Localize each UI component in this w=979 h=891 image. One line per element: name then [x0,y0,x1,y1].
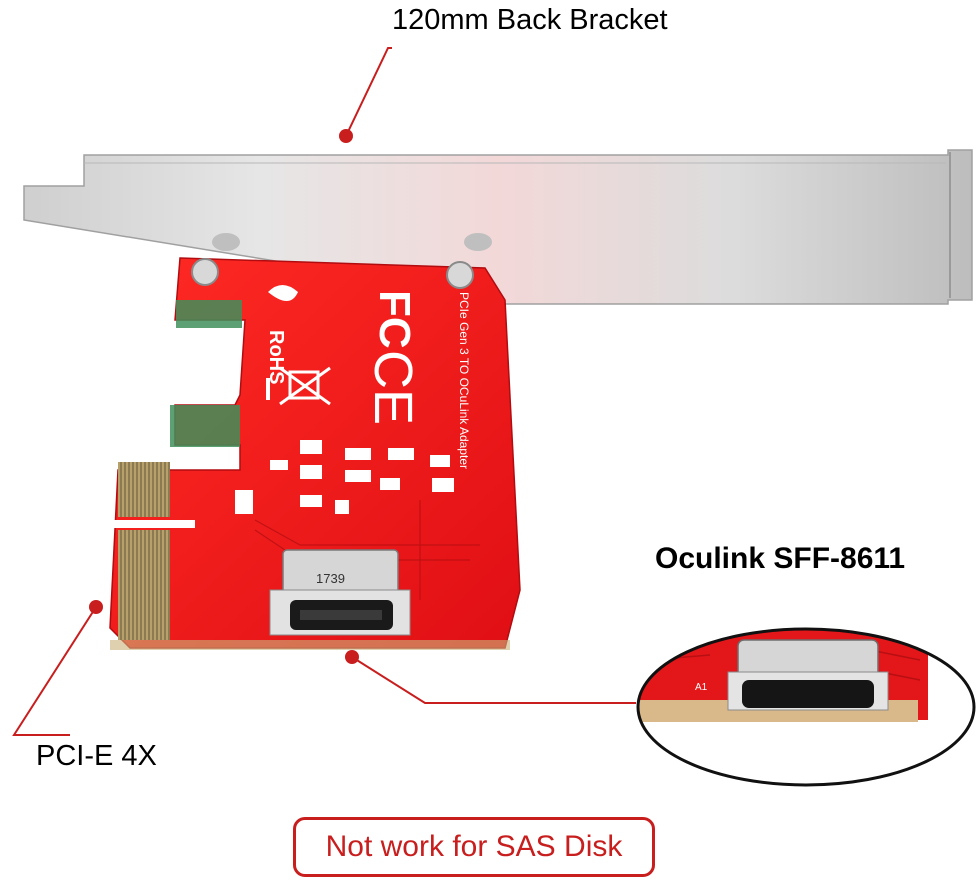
pcb-board: PCIe Gen 3 TO OCuLink Adapter FC CE RoHS [109,257,521,650]
pcie-gold-fingers [118,530,170,640]
rohs-mark: RoHS [265,330,287,384]
oculink-callout-dot [345,650,359,664]
warning-text: Not work for SAS Disk [325,830,623,863]
board-screw [191,258,219,286]
oculink-connector: 1739 [269,549,411,636]
zoom-connector-code: A1 [695,682,708,693]
pcie-callout-line [12,606,97,736]
bracket-screw-hole [212,233,240,251]
callout-lines [12,47,636,736]
oculink-label: Oculink SFF-8611 [655,542,906,575]
zoom-inset: A1 [636,627,976,787]
smd-components [235,440,454,514]
bracket-callout-dot [339,129,353,143]
bracket-callout-line [345,47,392,137]
rohs-leaf-icon [268,285,298,301]
pcie-gold-fingers [118,462,170,517]
warning-box: Not work for SAS Disk [293,817,655,877]
oculink-callout-line [351,656,636,704]
pcie-label: PCI-E 4X [36,740,157,772]
pcie-callout-dot [89,600,103,614]
bracket-label: 120mm Back Bracket [392,4,668,36]
connector-code: 1739 [316,571,345,586]
weee-bin-icon [279,366,331,406]
back-bracket [23,149,973,305]
fc-mark: FC [370,290,419,349]
board-screw [446,261,474,289]
bracket-screw-hole [464,233,492,251]
ce-mark: CE [363,350,423,425]
silkscreen-title: PCIe Gen 3 TO OCuLink Adapter [457,292,471,469]
zoom-oculink-port [742,680,874,708]
